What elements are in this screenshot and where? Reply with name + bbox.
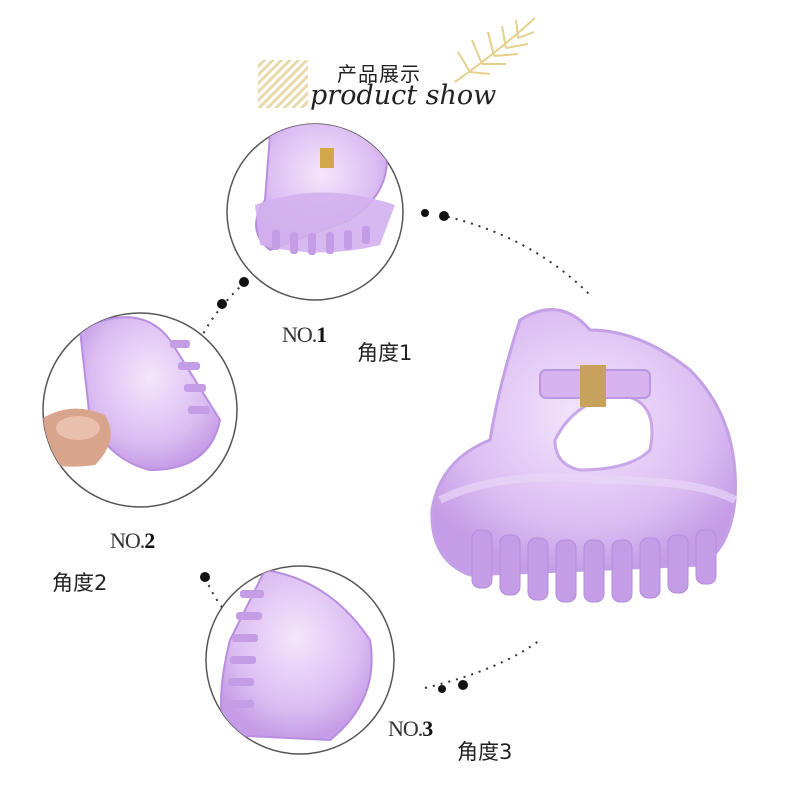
main-product-image xyxy=(430,308,737,603)
view-1-thumbnail xyxy=(226,123,404,301)
view-2-angle: 角度2 xyxy=(52,571,108,595)
view-2-thumbnail xyxy=(42,312,238,508)
leaf-icon xyxy=(454,17,536,83)
view-1-angle: 角度1 xyxy=(357,341,413,365)
view-1-number: NO.1 xyxy=(282,322,327,347)
stripe-pattern-icon xyxy=(258,60,308,108)
connector-nodes xyxy=(200,209,468,693)
view-3-number: NO.3 xyxy=(388,716,433,741)
view-2-number: NO.2 xyxy=(110,528,155,553)
section-title-en: product show xyxy=(310,80,497,111)
view-3-thumbnail xyxy=(205,565,395,755)
view-3-angle: 角度3 xyxy=(457,740,513,764)
section-title-cn: 产品展示 xyxy=(337,62,421,86)
